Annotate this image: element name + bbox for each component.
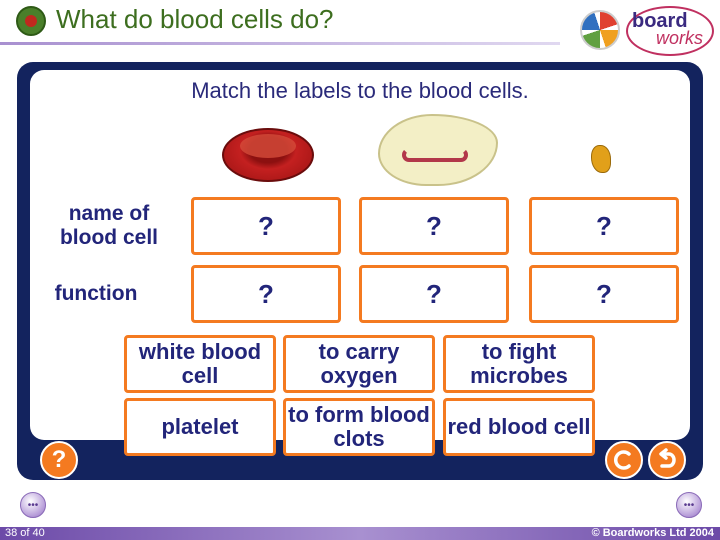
name-slot-2[interactable]: ? [359, 197, 509, 255]
page-title: What do blood cells do? [56, 4, 334, 34]
next-slide-button[interactable]: ••• [676, 492, 702, 518]
row-label-function: function [54, 282, 138, 305]
copyright-text: © Boardworks Ltd 2004 [591, 527, 714, 539]
previous-icon: ••• [27, 499, 39, 511]
label-red-blood-cell[interactable]: red blood cell [443, 398, 595, 456]
label-to-carry-oxygen[interactable]: to carry oxygen [283, 335, 435, 393]
help-button[interactable]: ? [40, 441, 78, 479]
label-to-fight-microbes[interactable]: to fight microbes [443, 335, 595, 393]
topic-icon [16, 6, 46, 36]
function-slot-2[interactable]: ? [359, 265, 509, 323]
boardworks-logo [626, 6, 714, 56]
label-white-blood-cell[interactable]: white blood cell [124, 335, 276, 393]
pinwheel-icon [580, 10, 620, 50]
instruction-text: Match the labels to the blood cells. [191, 78, 529, 103]
undo-icon [659, 448, 676, 468]
name-slot-1[interactable]: ? [191, 197, 341, 255]
red-blood-cell-dimple [240, 134, 296, 158]
function-slot-3[interactable]: ? [529, 265, 679, 323]
label-to-form-blood-clots[interactable]: to form blood clots [283, 398, 435, 456]
undo-button[interactable] [648, 441, 686, 479]
row-label-name: name of blood cell [59, 202, 158, 249]
logo-text-top: board [632, 10, 688, 32]
white-blood-cell-nucleus [402, 148, 468, 162]
slide-counter: 38 of 40 [5, 527, 45, 539]
title-divider [0, 42, 560, 45]
label-platelet[interactable]: platelet [124, 398, 276, 456]
name-slot-3[interactable]: ? [529, 197, 679, 255]
function-slot-1[interactable]: ? [191, 265, 341, 323]
next-icon: ••• [683, 499, 695, 511]
platelet-image [591, 145, 611, 173]
footer-bar [0, 527, 720, 540]
white-blood-cell-image [378, 114, 498, 186]
clear-icon [613, 450, 631, 470]
logo-text-bottom: works [656, 28, 704, 48]
previous-slide-button[interactable]: ••• [20, 492, 46, 518]
clear-button[interactable] [605, 441, 643, 479]
